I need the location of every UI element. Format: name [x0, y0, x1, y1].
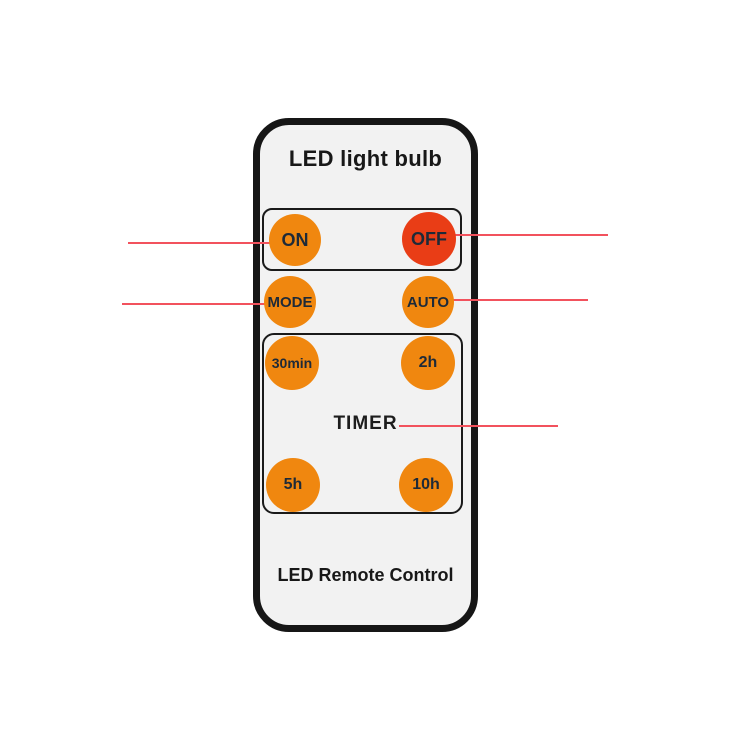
timer-30min-button[interactable]: 30min — [265, 336, 319, 390]
timer-label: TIMER — [333, 413, 398, 434]
annotation-line-mode — [122, 303, 292, 305]
timer-button-group — [262, 333, 463, 514]
off-button[interactable]: OFF — [402, 212, 456, 266]
annotation-line-timer — [399, 425, 558, 427]
timer-10h-button[interactable]: 10h — [399, 458, 453, 512]
timer-2h-button[interactable]: 2h — [401, 336, 455, 390]
mode-button[interactable]: MODE — [264, 276, 316, 328]
annotation-line-off — [445, 234, 608, 236]
annotation-line-on — [128, 242, 296, 244]
remote-title: LED light bulb — [288, 146, 443, 171]
remote-body: LED light bulb TIMER ON OFF MODE AUTO 30… — [253, 118, 478, 632]
on-button[interactable]: ON — [269, 214, 321, 266]
remote-footer-label: LED Remote Control — [277, 565, 454, 585]
annotation-line-auto — [445, 299, 588, 301]
power-button-group — [262, 208, 462, 271]
auto-button[interactable]: AUTO — [402, 276, 454, 328]
timer-5h-button[interactable]: 5h — [266, 458, 320, 512]
